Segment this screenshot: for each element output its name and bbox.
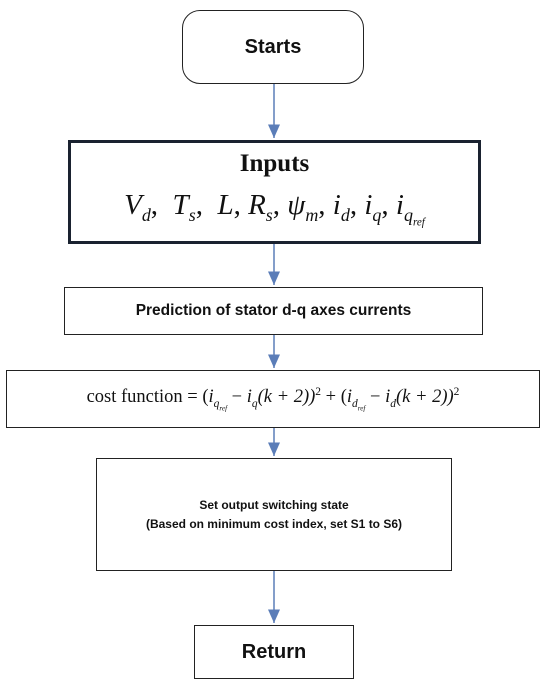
prediction-box: Prediction of stator d-q axes currents	[64, 287, 483, 335]
start-terminal: Starts	[182, 10, 364, 84]
switching-state-line1: Set output switching state	[199, 497, 349, 512]
inputs-variables: Vd, Ts, L, Rs, ψm, id, iq, iqref	[124, 189, 425, 229]
start-label: Starts	[244, 35, 302, 58]
cost-function-box: cost function = (iqref − iq(k + 2))2 + (…	[6, 370, 540, 428]
switching-state-box: Set output switching state (Based on min…	[96, 458, 452, 571]
return-label: Return	[241, 640, 307, 663]
cost-function-equation: cost function = (iqref − iq(k + 2))2 + (…	[86, 385, 460, 413]
prediction-label: Prediction of stator d-q axes currents	[135, 302, 412, 319]
inputs-box: Inputs Vd, Ts, L, Rs, ψm, id, iq, iqref	[68, 140, 481, 244]
switching-state-line2: (Based on minimum cost index, set S1 to …	[145, 516, 403, 531]
return-terminal: Return	[194, 625, 354, 679]
inputs-title: Inputs	[239, 150, 310, 177]
